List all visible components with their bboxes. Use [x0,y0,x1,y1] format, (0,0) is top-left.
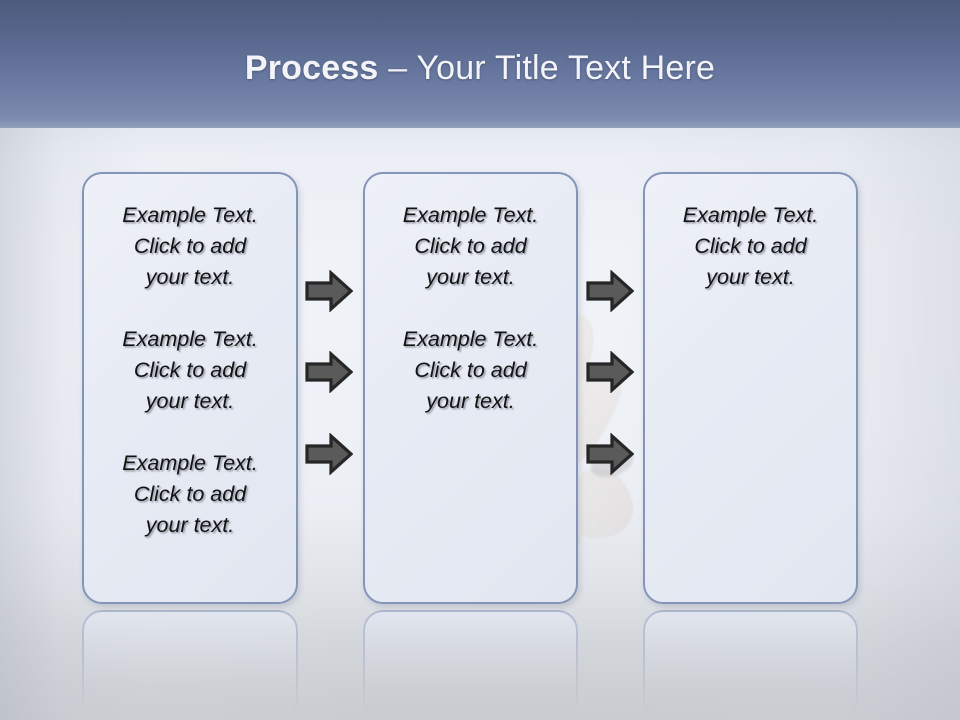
title-band: Process – Your Title Text Here [0,0,960,128]
process-step-3-reflection [643,610,858,720]
process-step-2-reflection [363,610,578,720]
right-arrow-icon[interactable] [305,351,353,393]
process-step-2-paragraph-2[interactable]: Example Text. Click to add your text. [402,327,539,413]
right-arrow-icon[interactable] [586,270,634,312]
right-arrow-icon[interactable] [305,433,353,475]
process-step-1-paragraph-2[interactable]: Example Text. Click to add your text. [122,327,258,413]
page-title: Process – Your Title Text Here [0,49,960,88]
right-arrow-icon[interactable] [586,433,634,475]
process-step-1-paragraph-1[interactable]: Example Text. Click to add your text. [122,203,258,289]
process-step-2-paragraph-1[interactable]: Example Text. Click to add your text. [402,203,539,289]
process-step-2[interactable]: Example Text. Click to add your text. Ex… [363,172,578,604]
process-step-1[interactable]: Example Text. Click to add your text. Ex… [82,172,298,604]
title-strong-part: Process [244,49,379,87]
process-step-3[interactable]: Example Text. Click to add your text. [643,172,858,604]
process-step-1-reflection [82,610,298,720]
title-rest-part: – Your Title Text Here [378,49,716,87]
process-step-3-paragraph-1[interactable]: Example Text. Click to add your text. [682,203,819,289]
right-arrow-icon[interactable] [305,270,353,312]
right-arrow-icon[interactable] [586,351,634,393]
process-step-1-paragraph-3[interactable]: Example Text. Click to add your text. [122,451,258,537]
